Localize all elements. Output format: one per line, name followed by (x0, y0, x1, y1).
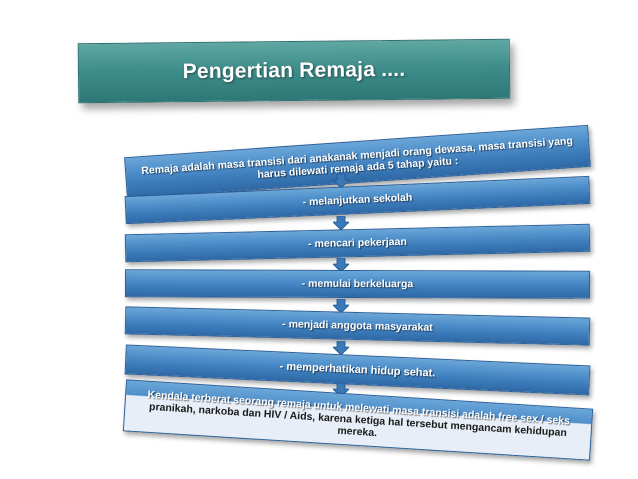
step-text-4: - menjadi anggota masyarakat (282, 318, 433, 334)
step-text-3: - memulai berkeluarga (301, 277, 414, 291)
title-banner: Pengertian Remaja .... (77, 38, 511, 104)
arrow-down-icon (333, 341, 349, 355)
step-text-2: - mencari pekerjaan (308, 235, 407, 251)
arrow-down-icon (333, 258, 349, 272)
step-box-4: - menjadi anggota masyarakat (124, 306, 591, 346)
step-text-5: - memperhatikan hidup sehat. (279, 360, 436, 380)
step-box-3: - memulai berkeluarga (124, 269, 591, 299)
arrow-down-icon (333, 174, 349, 188)
step-text-1: - melanjutkan sekolah (302, 191, 413, 209)
arrow-down-icon (333, 216, 349, 230)
slide-title: Pengertian Remaja .... (182, 57, 406, 84)
step-box-2: - mencari pekerjaan (124, 223, 591, 263)
arrow-down-icon (333, 299, 349, 313)
